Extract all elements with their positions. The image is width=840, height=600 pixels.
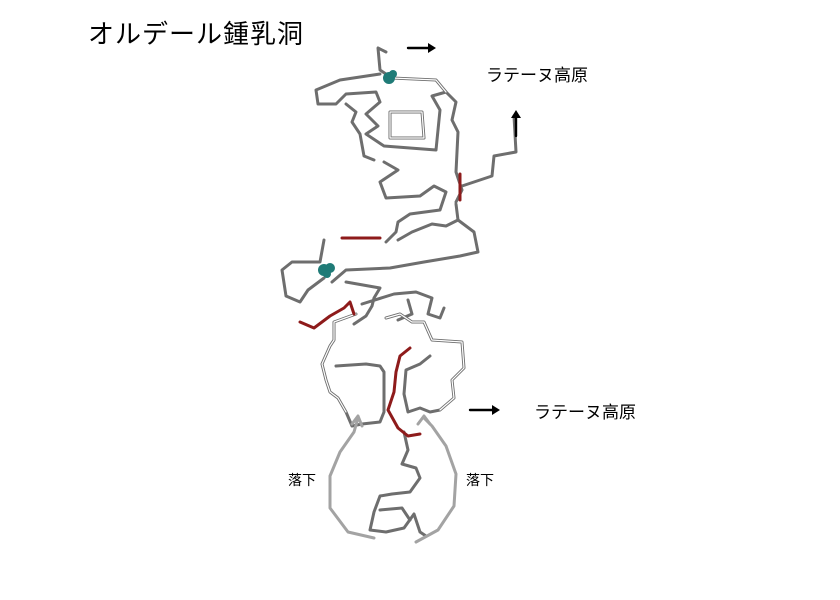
fall-arrow-left <box>328 416 376 540</box>
exit-arrows <box>406 43 521 415</box>
fall-label-left: 落下 <box>288 473 316 489</box>
fall-arrows <box>328 414 458 544</box>
barrier-left-curve <box>298 300 356 330</box>
spring-icon <box>318 263 335 278</box>
destination-label-east: ラテーヌ高原 <box>534 403 636 423</box>
spring-icon <box>383 70 397 84</box>
exit-arrow-icon <box>511 110 521 138</box>
springs <box>318 70 397 278</box>
fall-label-right: 落下 <box>466 473 494 489</box>
fall-arrow-right <box>414 416 458 544</box>
cave-passages <box>280 46 518 538</box>
destination-label-north: ラテーヌ高原 <box>486 66 588 86</box>
exit-arrow-icon <box>468 405 500 415</box>
barriers <box>298 172 462 438</box>
cave-walls-inner <box>321 77 465 413</box>
barrier-center-curve <box>386 346 422 438</box>
map-title: オルデール鍾乳洞 <box>88 20 305 50</box>
exit-arrow-icon <box>406 43 436 53</box>
